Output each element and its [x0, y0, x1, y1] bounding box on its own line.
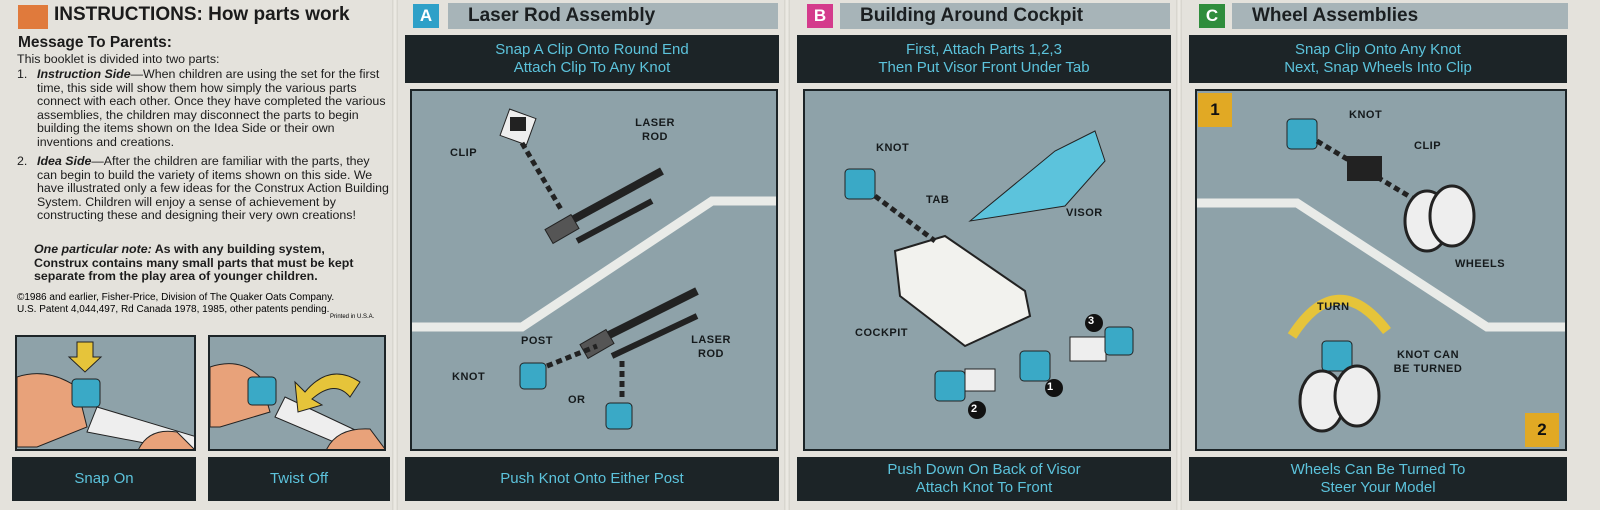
clip-icon [499, 108, 537, 146]
label-laser-rod: LASER ROD [691, 334, 731, 360]
label-knot: KNOT [1349, 109, 1383, 121]
step-3-marker: 3 [1088, 315, 1095, 327]
copyright: ©1986 and earlier, Fisher-Price, Divisio… [17, 292, 335, 303]
intro-note: One particular note: As with any buildin… [17, 242, 367, 284]
knot-icon [1019, 350, 1051, 382]
step-1-badge: 1 [1198, 93, 1232, 127]
caption-twist-off: Twist Off [208, 457, 390, 501]
knot-icon [605, 402, 633, 430]
knot-icon [934, 370, 966, 402]
knot-icon [1104, 326, 1134, 356]
label-knot: KNOT [876, 142, 910, 154]
label-clip: CLIP [1414, 140, 1442, 152]
wheels-icon [1298, 364, 1381, 433]
panel-a-bottom-instruction: Push Knot Onto Either Post [405, 457, 779, 501]
label-visor: VISOR [1066, 207, 1103, 219]
caption-snap-on: Snap On [12, 457, 196, 501]
printed-in: Printed in U.S.A. [330, 314, 375, 320]
intro-item-2: 2. Idea Side—After the children are famil… [17, 154, 389, 223]
label-knot: KNOT [452, 371, 486, 383]
knot-icon [519, 362, 547, 390]
instruction-line: Snap A Clip Onto Round End [495, 41, 689, 58]
label-wheels: WHEELS [1455, 258, 1506, 270]
label-cockpit: COCKPIT [855, 327, 908, 339]
instruction-line: Attach Clip To Any Knot [513, 59, 671, 76]
instruction-line: First, Attach Parts 1,2,3 [906, 41, 1062, 58]
item-title: Idea Side [37, 154, 92, 168]
turn-arrow-icon [1287, 294, 1391, 339]
instruction-line: Next, Snap Wheels Into Clip [1284, 59, 1472, 76]
instruction-line: Then Put Visor Front Under Tab [878, 59, 1090, 76]
fold-line [1176, 0, 1182, 510]
fold-line [784, 0, 790, 510]
intro-title: INSTRUCTIONS: How parts work [54, 4, 350, 25]
instruction-line: Snap Clip Onto Any Knot [1295, 41, 1461, 58]
panel-a-badge: A [413, 4, 439, 28]
label-clip: CLIP [450, 147, 478, 159]
orange-square-icon [18, 5, 48, 29]
panel-b-badge: B [807, 4, 833, 28]
step-1-marker: 1 [1047, 381, 1054, 393]
step-2-badge: 2 [1525, 413, 1559, 447]
instruction-line: Push Knot Onto Either Post [500, 470, 684, 487]
step-2-marker: 2 [971, 403, 978, 415]
visor-icon [968, 130, 1106, 222]
cockpit-icon [893, 234, 1032, 348]
intro-heading: Message To Parents: [18, 34, 172, 51]
item-text: —After the children are familiar with th… [37, 154, 389, 223]
panel-c-badge: C [1199, 4, 1225, 28]
fold-line [392, 0, 398, 510]
clip-icon [1347, 156, 1382, 181]
instruction-line: Push Down On Back of Visor [887, 461, 1081, 478]
label-tab: TAB [926, 194, 950, 206]
intro-lead: This booklet is divided into two parts: [17, 52, 220, 66]
twist-off-illustration [208, 335, 386, 451]
panel-b-title: Building Around Cockpit [840, 3, 1170, 29]
item-title: Instruction Side [37, 67, 131, 81]
knot-icon [1321, 340, 1353, 372]
patent: U.S. Patent 4,044,497, Rd Canada 1978, 1… [17, 304, 330, 315]
laser-rod-icon [544, 167, 664, 245]
snap-on-illustration [15, 335, 196, 451]
label-laser-rod: LASER ROD [635, 117, 675, 143]
wheels-icon [1403, 184, 1476, 253]
knot-icon [1286, 118, 1318, 150]
knot-icon [844, 168, 876, 200]
item-number: 1. [17, 67, 28, 81]
note-text: As with any building system, Construx co… [34, 242, 354, 284]
label-turn: TURN [1317, 301, 1350, 313]
caption-text: Twist Off [269, 470, 329, 487]
panel-c-illustration [1195, 89, 1567, 451]
panel-a-illustration [410, 89, 778, 451]
item-text: —When children are using the set for the… [37, 67, 386, 149]
caption-text: Snap On [74, 470, 134, 487]
label-post: POST [521, 335, 553, 347]
intro-item-1: 1. Instruction Side—When children are usi… [17, 67, 389, 150]
note-label: One particular note: [34, 242, 152, 256]
instruction-line: Wheels Can Be Turned To [1290, 461, 1466, 478]
label-knot-can-be-turned: KNOT CAN BE TURNED [1393, 349, 1463, 375]
panel-c-title: Wheel Assemblies [1232, 3, 1568, 29]
panel-b-illustration [803, 89, 1171, 451]
instruction-line: Attach Knot To Front [915, 479, 1053, 496]
label-or: OR [568, 394, 586, 406]
instruction-line: Steer Your Model [1320, 479, 1436, 496]
panel-a-title: Laser Rod Assembly [448, 3, 778, 29]
item-number: 2. [17, 154, 28, 168]
